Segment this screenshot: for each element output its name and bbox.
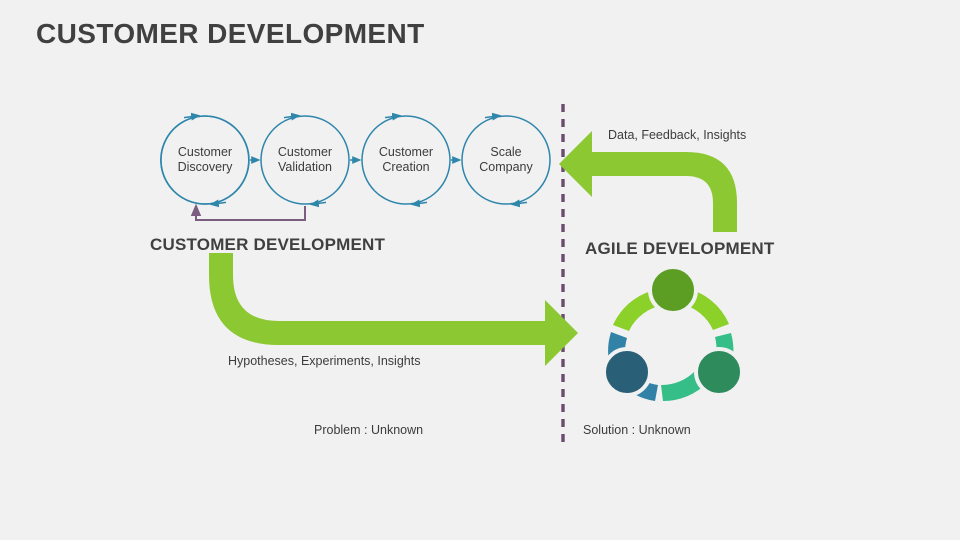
- wheel-node-bottom-left: [602, 347, 652, 397]
- stage-label-customer-validation: Customer Validation: [259, 145, 351, 175]
- wheel-node-top: [648, 265, 698, 315]
- inbound-flow-arrow: [559, 131, 737, 232]
- stage-label-line1: Customer: [378, 145, 434, 159]
- stage-label-line1: Customer: [177, 145, 233, 159]
- caption-inbound-flow: Data, Feedback, Insights: [608, 128, 747, 142]
- heading-agile-development: AGILE DEVELOPMENT: [585, 239, 775, 258]
- stage-label-line2: Creation: [382, 160, 430, 174]
- stage-label-customer-discovery: Customer Discovery: [159, 145, 251, 175]
- caption-outbound-flow: Hypotheses, Experiments, Insights: [228, 354, 421, 368]
- status-solution: Solution : Unknown: [583, 423, 691, 437]
- agile-wheel: [602, 265, 744, 402]
- heading-customer-development: CUSTOMER DEVELOPMENT: [150, 235, 386, 254]
- stage-label-scale-company: Scale Company: [460, 145, 552, 175]
- stage-label-line2: Company: [479, 160, 533, 174]
- stage-label-line2: Validation: [278, 160, 332, 174]
- page-title: CUSTOMER DEVELOPMENT: [36, 18, 425, 49]
- feedback-loop-connector: [190, 203, 306, 221]
- stage-label-line1: Customer: [277, 145, 333, 159]
- stage-label-line2: Discovery: [177, 160, 233, 174]
- status-problem: Problem : Unknown: [314, 423, 424, 437]
- stage-circle-customer-creation[interactable]: [361, 112, 451, 208]
- stage-circles-group: [160, 112, 551, 208]
- stage-label-line1: Scale: [490, 145, 522, 159]
- outbound-flow-arrow: [209, 253, 578, 366]
- stage-circle-customer-validation[interactable]: [260, 112, 350, 208]
- stage-circle-customer-discovery[interactable]: [160, 112, 250, 208]
- wheel-node-right: [694, 347, 744, 397]
- stage-label-customer-creation: Customer Creation: [360, 145, 452, 175]
- stage-circle-scale-company[interactable]: [461, 112, 551, 208]
